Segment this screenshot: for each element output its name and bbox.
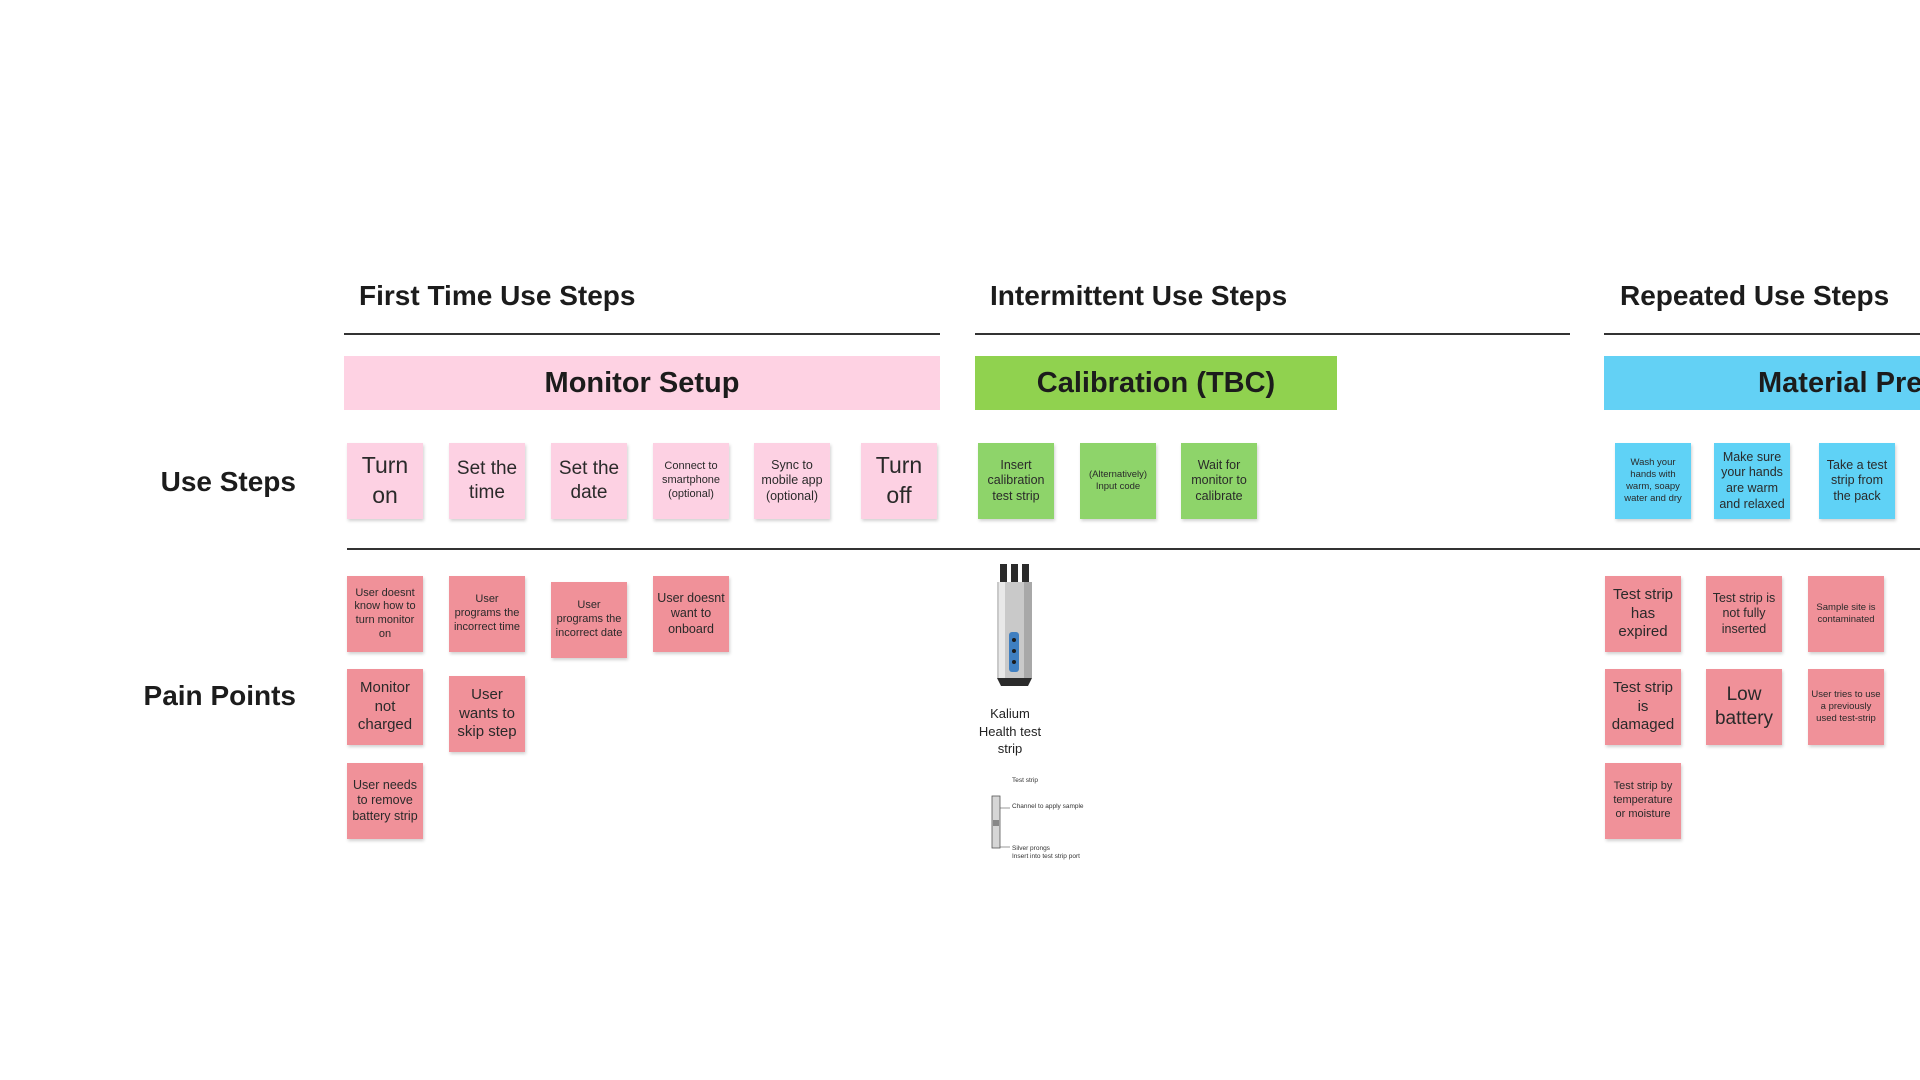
phase-bar-monitor-setup: Monitor Setup [344,356,940,410]
row-label-pain-points: Pain Points [143,680,296,711]
use-step-note: Set the time [449,443,525,519]
diagram-label: Test strip [1012,777,1039,784]
use-step-note: Make sure your hands are warm and relaxe… [1714,443,1790,519]
section-rule-repeated [1604,333,1920,335]
diagram-label: Silver prongs [1012,845,1050,852]
section-rule-first-time [344,333,940,335]
use-step-note: Wash your hands with warm, soapy water a… [1615,443,1691,519]
pain-point-note: Test strip is not fully inserted [1706,576,1782,652]
use-step-note: Turn on [347,443,423,519]
pain-point-note: Monitor not charged [347,669,423,745]
diagram-label: Insert into test strip port [1012,853,1080,860]
section-title-first-time: First Time Use Steps [359,280,636,311]
use-step-note: Take a test strip from the pack [1819,443,1895,519]
pain-point-note: Low battery [1706,669,1782,745]
pain-point-note: Test strip is damaged [1605,669,1681,745]
use-step-note: Wait for monitor to calibrate [1181,443,1257,519]
test-strip-image [997,564,1032,686]
section-title-repeated: Repeated Use Steps [1620,280,1890,311]
pain-point-note: User needs to remove battery strip [347,763,423,839]
use-step-note: Insert calibration test strip [978,443,1054,519]
row-label-use-steps: Use Steps [160,466,296,497]
pain-point-note: Test strip has expired [1605,576,1681,652]
section-title-intermittent: Intermittent Use Steps [990,280,1288,311]
pain-point-note: User doesnt want to onboard [653,576,729,652]
pain-point-note: Test strip by temperature or moisture [1605,763,1681,839]
pain-point-note: Sample site is contaminated [1808,576,1884,652]
use-step-note: Sync to mobile app (optional) [754,443,830,519]
pain-point-note: User tries to use a previously used test… [1808,669,1884,745]
pain-point-note: User programs the incorrect time [449,576,525,652]
phase-bar-calibration: Calibration (TBC) [975,356,1337,410]
use-step-note: Connect to smartphone (optional) [653,443,729,519]
test-strip-diagram [991,795,1010,849]
section-rule-intermittent [975,333,1570,335]
row-divider [347,548,1920,550]
pain-point-note: User programs the incorrect date [551,582,627,658]
pain-point-note: User wants to skip step [449,676,525,752]
pain-point-note: User doesnt know how to turn monitor on [347,576,423,652]
diagram-label: Channel to apply sample [1012,803,1084,810]
use-step-note: Turn off [861,443,937,519]
test-strip-caption: Kalium Health test strip [978,706,1042,757]
use-step-note: (Alternatively) Input code [1080,443,1156,519]
use-step-note: Set the date [551,443,627,519]
phase-bar-material-prep: Material Pre [1604,356,1920,410]
